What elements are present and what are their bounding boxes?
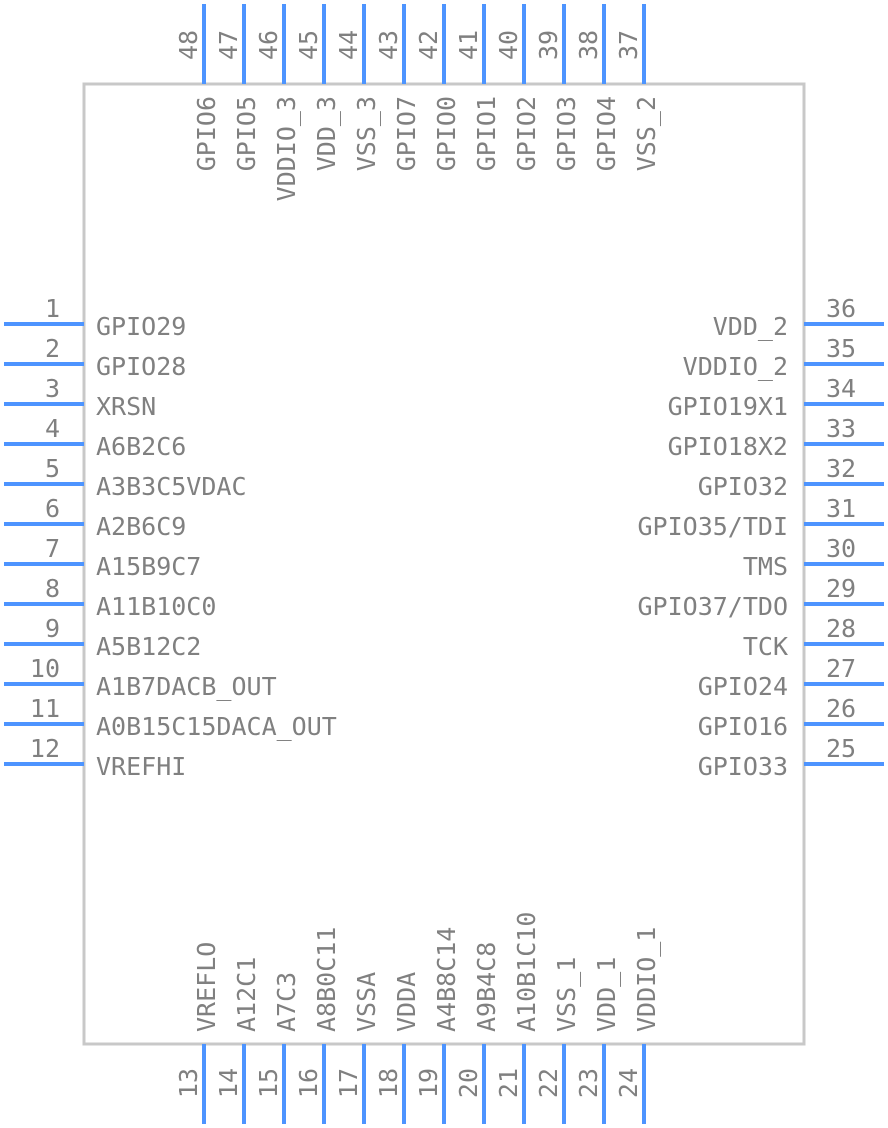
pin-name-right: GPIO32: [698, 472, 788, 501]
pin-number-right: 35: [826, 334, 856, 363]
pin-number-right: 26: [826, 694, 856, 723]
pin-name-bottom: VSS_1: [552, 957, 581, 1032]
pin-number-top: 44: [334, 30, 363, 60]
pin-name-bottom: VSSA: [352, 972, 381, 1032]
pin-name-left: A1B7DACB_OUT: [96, 672, 277, 701]
pin-name-top: VDDIO_3: [272, 96, 301, 201]
pin-name-left: A3B3C5VDAC: [96, 472, 247, 501]
pin-name-bottom: VDDA: [392, 972, 421, 1032]
pins-layer: 1GPIO292GPIO283XRSN4A6B2C65A3B3C5VDAC6A2…: [4, 4, 884, 1124]
pin-name-bottom: VREFLO: [192, 942, 221, 1032]
pin-name-bottom: A8B0C11: [312, 927, 341, 1032]
pin-name-right: VDD_2: [713, 312, 788, 341]
pin-name-top: GPIO2: [512, 96, 541, 171]
pin-number-bottom: 23: [574, 1068, 603, 1098]
pin-name-top: VSS_2: [632, 96, 661, 171]
pin-number-right: 33: [826, 414, 856, 443]
pin-name-left: GPIO29: [96, 312, 186, 341]
pin-number-top: 47: [214, 30, 243, 60]
pin-name-left: XRSN: [96, 392, 156, 421]
pin-number-left: 8: [45, 574, 60, 603]
pin-name-left: A15B9C7: [96, 552, 201, 581]
pin-name-left: A0B15C15DACA_OUT: [96, 712, 337, 741]
pin-number-bottom: 24: [614, 1068, 643, 1098]
pin-name-bottom: A10B1C10: [512, 912, 541, 1032]
pin-name-top: GPIO4: [592, 96, 621, 171]
pin-name-top: VDD_3: [312, 96, 341, 171]
pin-number-right: 32: [826, 454, 856, 483]
pin-number-bottom: 17: [334, 1068, 363, 1098]
pin-number-left: 10: [30, 654, 60, 683]
pin-name-right: GPIO24: [698, 672, 788, 701]
pin-number-right: 31: [826, 494, 856, 523]
pin-number-bottom: 20: [454, 1068, 483, 1098]
pin-number-top: 37: [614, 30, 643, 60]
pin-number-right: 36: [826, 294, 856, 323]
pin-number-right: 28: [826, 614, 856, 643]
pin-name-top: GPIO7: [392, 96, 421, 171]
pin-name-top: GPIO5: [232, 96, 261, 171]
pin-name-bottom: A12C1: [232, 957, 261, 1032]
pin-number-left: 12: [30, 734, 60, 763]
pin-name-left: GPIO28: [96, 352, 186, 381]
pin-number-right: 29: [826, 574, 856, 603]
pin-name-right: GPIO19X1: [668, 392, 788, 421]
pin-name-top: GPIO6: [192, 96, 221, 171]
pin-number-left: 2: [45, 334, 60, 363]
pin-name-right: TMS: [743, 552, 788, 581]
pin-number-left: 7: [45, 534, 60, 563]
pin-number-right: 34: [826, 374, 856, 403]
pin-number-top: 39: [534, 30, 563, 60]
pin-name-left: A5B12C2: [96, 632, 201, 661]
pin-number-left: 1: [45, 294, 60, 323]
pin-number-right: 30: [826, 534, 856, 563]
pin-name-top: GPIO3: [552, 96, 581, 171]
pin-number-top: 46: [254, 30, 283, 60]
pin-number-right: 25: [826, 734, 856, 763]
pin-number-top: 42: [414, 30, 443, 60]
pin-number-right: 27: [826, 654, 856, 683]
pin-number-left: 5: [45, 454, 60, 483]
pin-name-top: GPIO0: [432, 96, 461, 171]
pin-number-bottom: 16: [294, 1068, 323, 1098]
pin-name-bottom: A7C3: [272, 972, 301, 1032]
ic-body: [82, 82, 806, 1046]
pin-number-top: 43: [374, 30, 403, 60]
pin-name-right: GPIO16: [698, 712, 788, 741]
pin-name-left: A11B10C0: [96, 592, 216, 621]
pin-name-right: GPIO37/TDO: [637, 592, 788, 621]
pin-name-bottom: A4B8C14: [432, 927, 461, 1032]
pin-name-bottom: A9B4C8: [472, 942, 501, 1032]
pin-name-bottom: VDDIO_1: [632, 927, 661, 1032]
pin-name-right: GPIO33: [698, 752, 788, 781]
pin-number-top: 48: [174, 30, 203, 60]
pin-number-top: 41: [454, 30, 483, 60]
pin-name-top: VSS_3: [352, 96, 381, 171]
pin-number-left: 6: [45, 494, 60, 523]
pin-name-right: GPIO18X2: [668, 432, 788, 461]
pin-number-top: 45: [294, 30, 323, 60]
pin-number-left: 11: [30, 694, 60, 723]
pin-name-right: TCK: [743, 632, 788, 661]
pin-number-top: 38: [574, 30, 603, 60]
pin-number-bottom: 14: [214, 1068, 243, 1098]
pin-number-top: 40: [494, 30, 523, 60]
pin-name-bottom: VDD_1: [592, 957, 621, 1032]
pin-number-bottom: 13: [174, 1068, 203, 1098]
pin-name-left: VREFHI: [96, 752, 186, 781]
pin-number-bottom: 19: [414, 1068, 443, 1098]
pin-name-right: VDDIO_2: [683, 352, 788, 381]
pin-number-bottom: 18: [374, 1068, 403, 1098]
pin-number-bottom: 21: [494, 1068, 523, 1098]
pin-name-top: GPIO1: [472, 96, 501, 171]
pin-number-left: 4: [45, 414, 60, 443]
pin-number-bottom: 22: [534, 1068, 563, 1098]
pin-name-right: GPIO35/TDI: [637, 512, 788, 541]
pin-number-left: 9: [45, 614, 60, 643]
pin-name-left: A2B6C9: [96, 512, 186, 541]
pin-number-left: 3: [45, 374, 60, 403]
pin-number-bottom: 15: [254, 1068, 283, 1098]
pin-name-left: A6B2C6: [96, 432, 186, 461]
